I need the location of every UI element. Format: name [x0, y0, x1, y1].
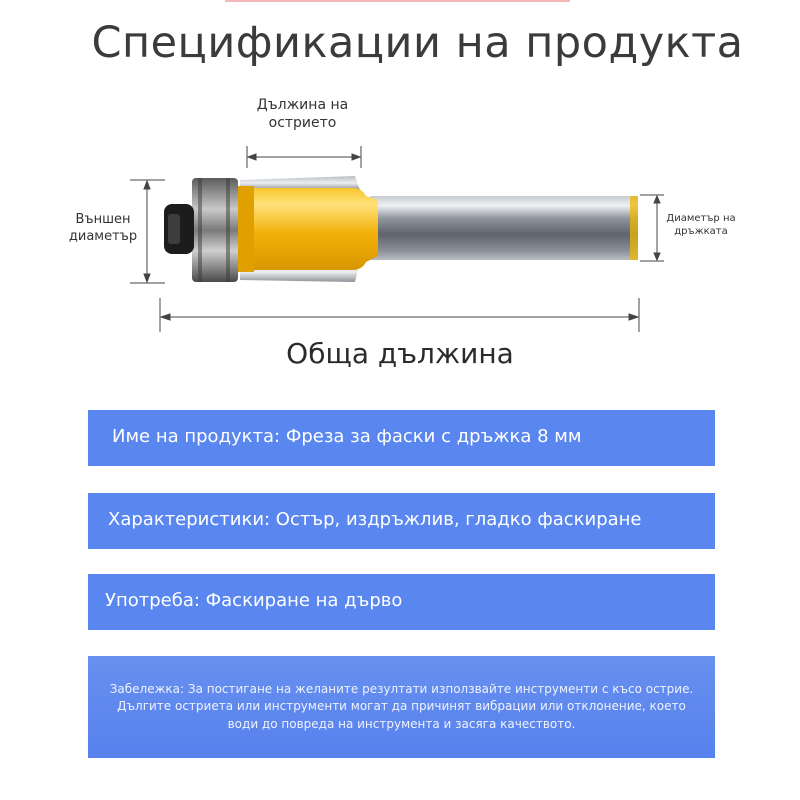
page-title: Спецификации на продукта	[91, 18, 744, 68]
spec-box-features: Характеристики: Остър, издръжлив, гладко…	[88, 493, 715, 549]
total-length-label: Обща дължина	[286, 337, 514, 370]
spec-box-name: Име на продукта: Фреза за фаски с дръжка…	[88, 410, 715, 466]
spec-box-note: Забележка: За постигане на желаните резу…	[88, 656, 715, 758]
router-bit-illustration	[130, 146, 664, 332]
spec-usage: Употреба: Фаскиране на дърво	[105, 590, 403, 611]
spec-features: Характеристики: Остър, издръжлив, гладко…	[108, 509, 642, 530]
cutter-body	[238, 188, 378, 270]
blade-length-label: Дължина на острието	[256, 97, 349, 132]
shank-diameter-label: Диаметър на дръжката	[666, 213, 736, 237]
spec-product-name: Име на продукта: Фреза за фаски с дръжка…	[112, 426, 582, 447]
outer-diameter-label: Външен диаметър	[68, 212, 138, 244]
blade-top	[240, 176, 360, 190]
spec-note: Забележка: За постигане на желаните резу…	[109, 682, 694, 731]
top-divider	[225, 0, 570, 2]
spec-box-usage: Употреба: Фаскиране на дърво	[88, 574, 715, 630]
shank	[370, 196, 638, 260]
router-bit-diagram: Дължина на острието Външен диаметър Диам…	[68, 97, 736, 370]
